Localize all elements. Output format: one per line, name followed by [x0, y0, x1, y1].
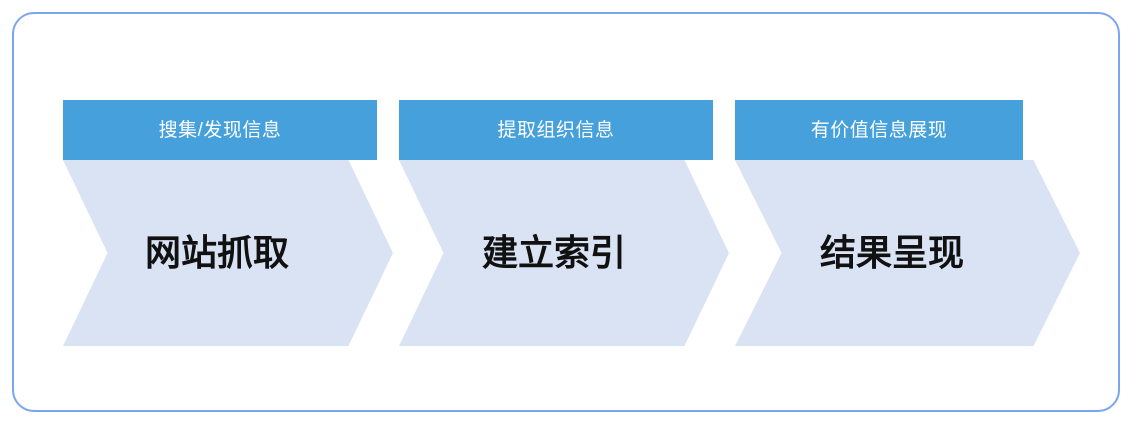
stage-1-chevron: 网站抓取	[63, 160, 393, 346]
stage-1-header-label: 搜集/发现信息	[158, 119, 282, 141]
stage-1-header: 搜集/发现信息	[63, 100, 377, 160]
stage-2-header: 提取组织信息	[399, 100, 713, 160]
stage-2-chevron: 建立索引	[399, 160, 729, 346]
stage-3-header-label: 有价值信息展现	[810, 119, 948, 141]
stage-3-header: 有价值信息展现	[735, 100, 1023, 160]
stage-2-header-label: 提取组织信息	[497, 119, 615, 141]
stage-1-body-label: 网站抓取	[145, 232, 290, 273]
stage-3-chevron: 结果呈现	[735, 160, 1080, 346]
diagram-frame-border	[12, 12, 1120, 412]
stage-2-body-label: 建立索引	[482, 232, 627, 273]
stage-3-body-label: 结果呈现	[820, 232, 965, 273]
